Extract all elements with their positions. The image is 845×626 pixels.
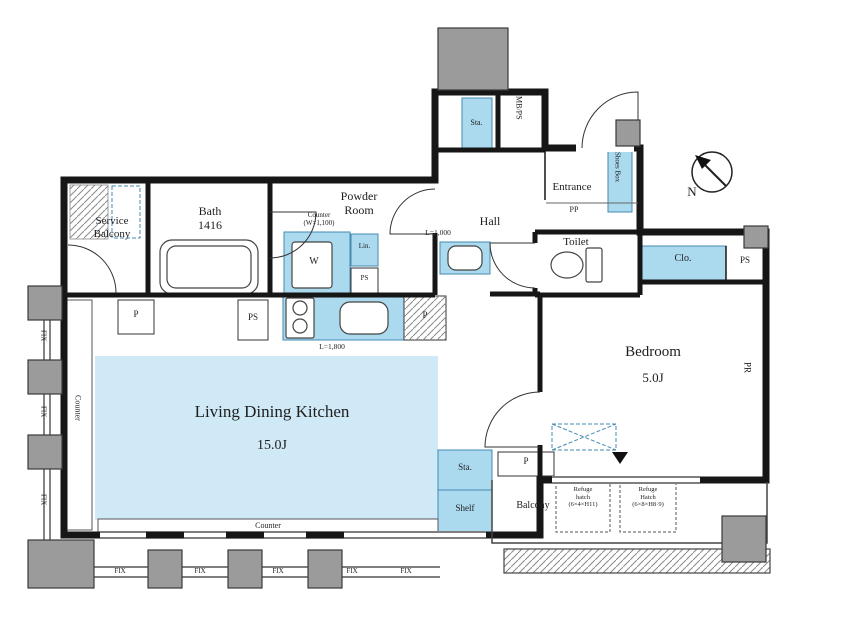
svc-washer-space (111, 185, 141, 239)
fix-label: FIX (346, 567, 358, 575)
toilet-label: Toilet (563, 236, 589, 248)
service-balcony-label: Service Balcony (93, 215, 131, 240)
ps-bath-label: PS (247, 312, 258, 322)
powder-counter-label: Counter (W=1,100) (303, 211, 335, 228)
toilet-door (489, 242, 536, 289)
linen-cabinet (350, 233, 379, 267)
counters (65, 299, 439, 534)
dim-l1800-label: L=1,800 (319, 342, 345, 351)
washer-space (291, 241, 333, 289)
kitchen-sink (339, 301, 389, 335)
vanity-bowl (447, 245, 483, 271)
thin-partitions (544, 150, 727, 280)
fix-label: FIX (194, 567, 206, 575)
bedroom-dashed-box (551, 423, 617, 451)
washer-label: W (309, 256, 319, 267)
toilet-tank (585, 247, 603, 283)
column (307, 549, 343, 589)
bath-door (269, 211, 317, 259)
column (27, 539, 95, 589)
ps-box-bath (237, 299, 269, 341)
dim-l1000-label: L=1,000 (425, 228, 451, 237)
svc-balcony-door (67, 244, 117, 294)
svc-balcony-hatch (69, 184, 109, 240)
ps-right-label: PS (739, 255, 750, 265)
refuge-hatch-1 (555, 477, 611, 533)
burner-icon (292, 300, 308, 316)
mbps-label: MB/PS (514, 96, 524, 120)
bath-size-label: 1416 (198, 218, 222, 232)
pr-label: PR (742, 362, 753, 374)
refuge-hatch-1-label: Refuge hatch (6×4×H11) (568, 486, 598, 509)
column (147, 549, 183, 589)
linen-label: Lin. (358, 242, 371, 250)
compass-icon (691, 151, 733, 193)
refuge-hatch-boxes (555, 477, 677, 533)
powder-door (389, 188, 436, 235)
counter-left-strip (65, 299, 93, 531)
ps-linen-label: PS (360, 274, 369, 282)
fixtures (159, 239, 603, 339)
fix-label: FIX (400, 567, 412, 575)
shelf-label: Shelf (455, 503, 475, 513)
column (437, 27, 509, 91)
structural-columns (27, 27, 769, 589)
column (615, 119, 641, 147)
fix-label: FIX (39, 406, 48, 418)
column (721, 515, 767, 563)
p-box-left (117, 299, 155, 335)
column (227, 549, 263, 589)
hall-label: Hall (479, 214, 501, 228)
sta-top-label: Sta. (470, 118, 483, 127)
fix-label: FIX (272, 567, 284, 575)
counter-bottom-label: Counter (255, 521, 281, 530)
powder-room-label: Powder Room (340, 189, 378, 218)
p-box-balcony (497, 451, 555, 477)
column (27, 434, 63, 470)
closet-label: Clo. (674, 253, 692, 264)
balcony-label: Balcony (516, 500, 550, 511)
p-label: P (133, 309, 139, 319)
shelf-box (437, 489, 493, 533)
bath-label: Bath (198, 204, 222, 218)
refuge-hatch-2-label: Refuge Hatch (6×8×H8·9) (632, 486, 664, 509)
opening-marker (612, 452, 628, 464)
interior-walls (64, 92, 766, 480)
ps-box-linen (350, 267, 379, 295)
doors (67, 91, 639, 448)
fix-label: FIX (39, 494, 48, 506)
shoes-box (607, 147, 633, 213)
fix-label: FIX (114, 567, 126, 575)
entrance-door (581, 91, 639, 149)
bedroom-door (484, 391, 541, 448)
fix-label: FIX (39, 330, 48, 342)
ldk-label: Living Dining Kitchen (194, 402, 350, 421)
pp-label: PP (569, 205, 579, 214)
sta-ldk-label: Sta. (458, 462, 472, 472)
column (743, 225, 769, 249)
counter-left-label: Counter (73, 395, 83, 421)
ldk-floor (95, 356, 438, 520)
shoes-box-label: Shoes Box (613, 152, 622, 183)
p-label: P (523, 456, 529, 466)
p-label: P (422, 310, 428, 320)
entrance-label: Entrance (552, 181, 592, 193)
toilet-bowl (550, 251, 584, 279)
ldk-size-label: 15.0J (257, 438, 287, 453)
bedroom-label: Bedroom (625, 344, 681, 360)
refuge-hatch-2 (619, 477, 677, 533)
column (27, 359, 63, 395)
north-label: N (687, 184, 697, 199)
column (27, 285, 63, 321)
bedroom-size-label: 5.0J (642, 370, 664, 385)
service-boxes (117, 267, 555, 477)
storage-ldk-box (437, 449, 493, 491)
burner-icon (292, 318, 308, 334)
